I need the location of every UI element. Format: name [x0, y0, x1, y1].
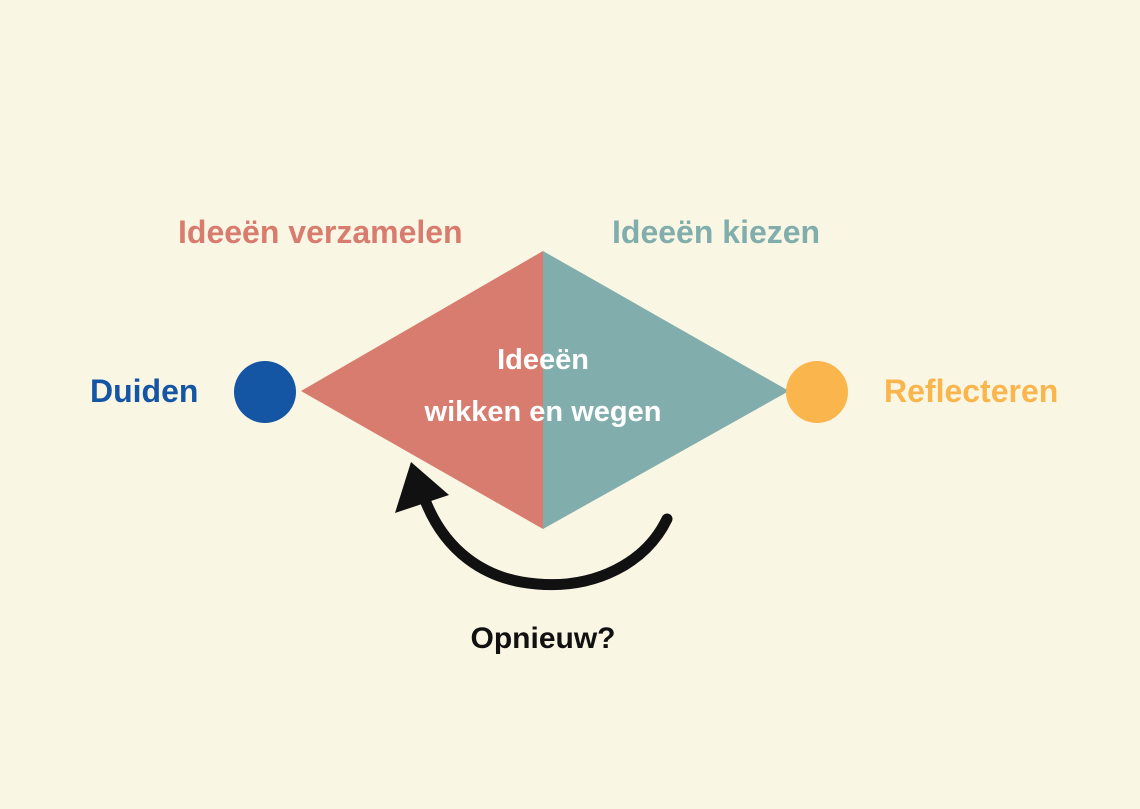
diamond-left-triangle — [301, 251, 543, 529]
label-opnieuw: Opnieuw? — [470, 622, 616, 655]
label-ideeen-kiezen: Ideeën kiezen — [612, 214, 821, 250]
label-reflecteren: Reflecteren — [884, 373, 1059, 409]
label-ideeen-verzamelen: Ideeën verzamelen — [178, 214, 463, 250]
right-dot — [786, 361, 848, 423]
diamond-right-triangle — [543, 251, 789, 529]
repeat-arrowhead-icon — [395, 462, 449, 513]
label-duiden: Duiden — [90, 373, 199, 409]
repeat-arrow — [419, 494, 673, 591]
label-center-wikken-en-wegen: Ideeën wikken en wegen — [363, 334, 723, 438]
label-center-line2: wikken en wegen — [424, 396, 662, 428]
left-dot — [234, 361, 296, 423]
label-center-line1: Ideeën — [497, 344, 589, 376]
